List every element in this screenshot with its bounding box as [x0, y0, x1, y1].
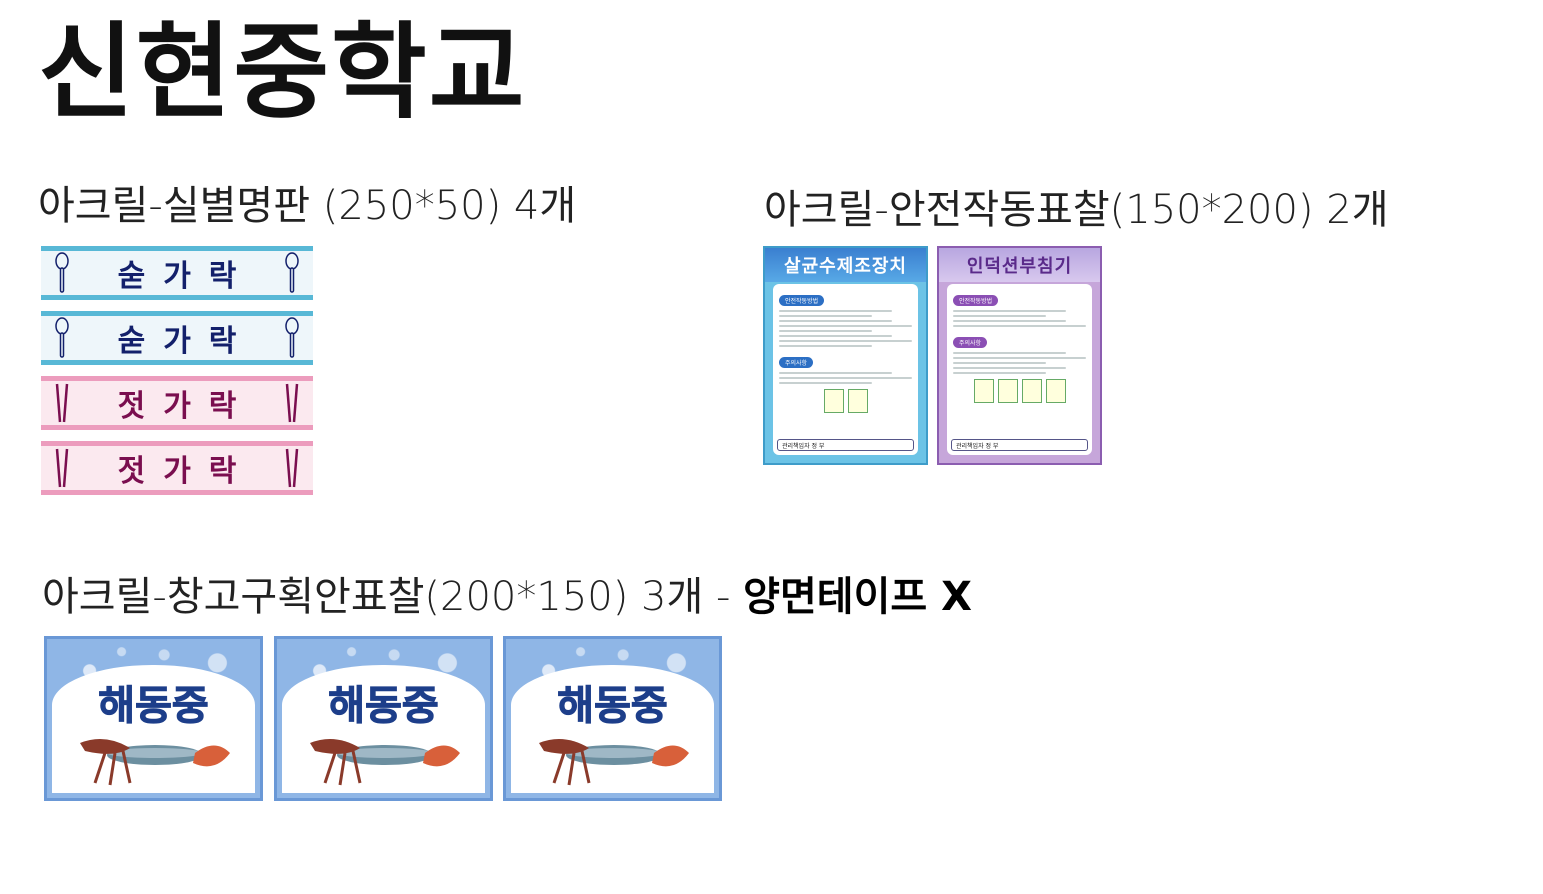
storage-sign: 해동중: [503, 636, 722, 801]
manager-field: 관리책임자 정 부: [777, 439, 914, 451]
nameplate-text: 숟가락: [117, 324, 255, 359]
safety-sign-body: 안전작동방법 주의사항 관리책임자 정 부: [773, 284, 918, 455]
storage-sign-text: 해동중: [557, 683, 668, 730]
page-title: 신현중학교: [38, 11, 527, 133]
chopsticks-icon: [285, 448, 299, 488]
spoon-icon: [55, 317, 69, 358]
seafood-icon: [80, 739, 230, 786]
storage-sign-text: 해동중: [98, 683, 209, 730]
storage-sign: 해동중: [274, 636, 493, 801]
warning-icon: [1021, 379, 1042, 403]
spoon-icon: [285, 317, 299, 358]
safety-label: 아크릴-안전작동표찰(150*200) 2개: [764, 187, 1389, 233]
warning-icon: [1045, 379, 1066, 403]
nameplate-text: 젓가락: [117, 454, 255, 489]
safety-sign-subheading: 주의사항: [953, 337, 988, 348]
seafood-icon: [310, 739, 460, 786]
warning-icons: [953, 379, 1086, 403]
nameplate-chopsticks: 젓가락: [41, 441, 313, 495]
warning-icon: [997, 379, 1018, 403]
nameplate-text: 젓가락: [117, 389, 255, 424]
chopsticks-icon: [55, 448, 69, 488]
storage-label-note: 양면테이프 X: [743, 574, 972, 620]
nameplate-text: 숟가락: [117, 259, 255, 294]
manager-field: 관리책임자 정 부: [951, 439, 1088, 451]
warning-icon: [847, 389, 868, 413]
warning-icon: [973, 379, 994, 403]
safety-sign: 인덕션부침기 안전작동방법 주의사항 관리책임자 정 부: [937, 246, 1102, 465]
warning-icons: [779, 389, 912, 413]
safety-sign-subheading: 안전작동방법: [779, 295, 825, 306]
safety-sign-title: 인덕션부침기: [939, 248, 1100, 282]
safety-sign-subheading: 주의사항: [779, 357, 814, 368]
storage-label: 아크릴-창고구획안표찰(200*150) 3개 - 양면테이프 X: [42, 574, 972, 620]
safety-sign-body: 안전작동방법 주의사항 관리책임자 정 부: [947, 284, 1092, 455]
nameplate-spoon: 숟가락: [41, 311, 313, 365]
chopsticks-icon: [55, 383, 69, 423]
storage-sign-text: 해동중: [328, 683, 439, 730]
safety-sign-title: 살균수제조장치: [765, 248, 926, 282]
spoon-icon: [55, 252, 69, 293]
spoon-icon: [285, 252, 299, 293]
chopsticks-icon: [285, 383, 299, 423]
storage-sign: 해동중: [44, 636, 263, 801]
safety-sign-subheading: 안전작동방법: [953, 295, 999, 306]
safety-sign: 살균수제조장치 안전작동방법 주의사항 관리책임자 정 부: [763, 246, 928, 465]
seafood-icon: [539, 739, 689, 786]
nameplate-chopsticks: 젓가락: [41, 376, 313, 430]
nameplate-spoon: 숟가락: [41, 246, 313, 300]
warning-icon: [823, 389, 844, 413]
nameplates-label: 아크릴-실별명판 (250*50) 4개: [38, 183, 577, 229]
